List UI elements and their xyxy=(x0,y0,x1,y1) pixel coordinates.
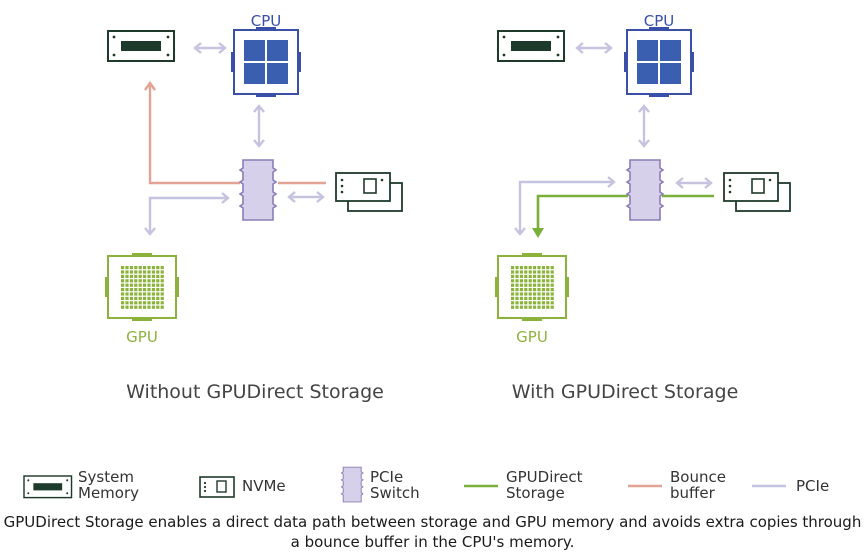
gpu-icon xyxy=(494,252,570,322)
nvme-icon xyxy=(335,172,403,212)
pcie-arrows-left xyxy=(144,42,325,236)
cpu-icon xyxy=(623,26,695,98)
system-memory-icon xyxy=(497,30,565,62)
pcie-switch-icon xyxy=(239,159,277,221)
cpu-label: CPU xyxy=(644,12,675,30)
legend-nvme: NVMe xyxy=(199,476,286,498)
legend-pcie-switch: PCIe Switch xyxy=(340,466,420,503)
legend-system-memory: System Memory xyxy=(23,468,139,502)
bounce-path-left xyxy=(144,80,326,185)
figure-caption: GPUDirect Storage enables a direct data … xyxy=(3,513,862,551)
legend-label-line1: NVMe xyxy=(242,477,286,495)
legend-label-line1: GPUDirect xyxy=(506,468,583,486)
gpudirect-path-right xyxy=(536,194,714,232)
legend-label-line2: buffer xyxy=(670,484,716,502)
legend-label-line1: Bounce xyxy=(670,468,726,486)
panel-title: With GPUDirect Storage xyxy=(512,381,739,403)
cpu-icon xyxy=(230,26,302,98)
legend: System Memory NVMe PCIe Switch GPUDirect… xyxy=(23,466,829,503)
legend-label-line2: Storage xyxy=(506,484,565,502)
legend-bounce: Bounce buffer xyxy=(628,468,726,502)
right-panel: CPU GPU With GPUDirect Storage xyxy=(494,12,791,403)
legend-gpudirect: GPUDirect Storage xyxy=(464,468,583,502)
legend-label-line1: System xyxy=(78,468,134,486)
legend-label-line1: PCIe xyxy=(796,477,829,495)
left-panel: CPU GPU Without GPUDirect Storage xyxy=(104,12,403,403)
system-memory-icon xyxy=(107,30,175,62)
legend-pcie: PCIe xyxy=(752,477,829,495)
gpu-label: GPU xyxy=(516,328,548,346)
legend-label-line1: PCIe xyxy=(370,468,403,486)
pcie-switch-icon xyxy=(340,466,364,503)
panel-title: Without GPUDirect Storage xyxy=(126,381,384,403)
cpu-label: CPU xyxy=(251,12,282,30)
pcie-switch-icon xyxy=(626,159,664,221)
system-memory-icon xyxy=(23,475,73,499)
pcie-arrows-right xyxy=(514,42,713,236)
legend-label-line2: Memory xyxy=(78,484,139,502)
gpu-label: GPU xyxy=(126,328,158,346)
gpudirect-arrowhead xyxy=(532,228,544,238)
nvme-icon xyxy=(723,172,791,212)
gpu-icon xyxy=(104,252,180,322)
legend-label-line2: Switch xyxy=(370,484,420,502)
